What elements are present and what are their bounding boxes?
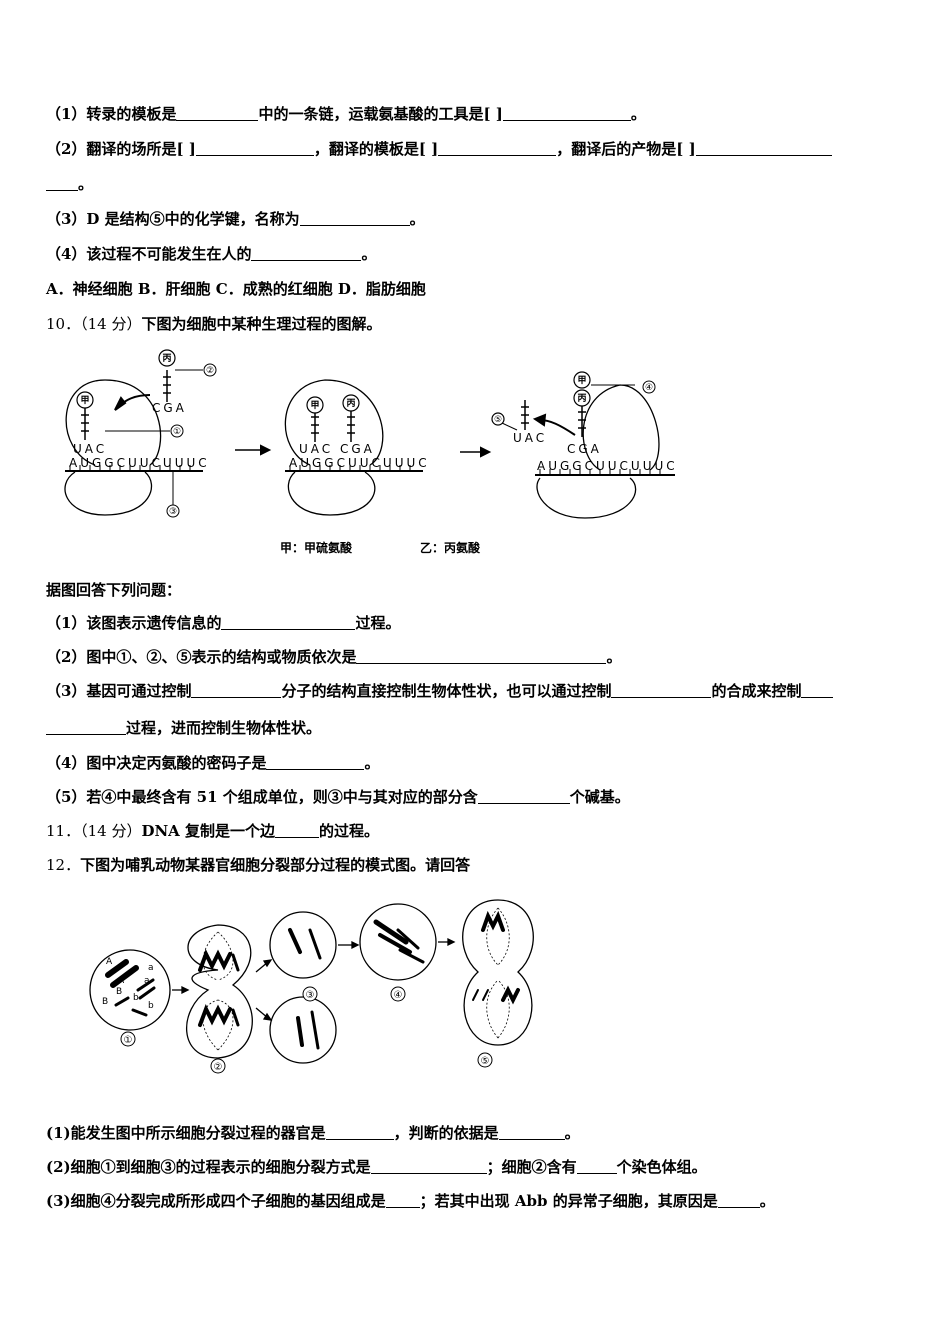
anticodon-label: CGA xyxy=(567,442,602,456)
cell-4 xyxy=(359,903,437,981)
q11: 11．（14 分）DNA 复制是一个边的过程。 xyxy=(46,822,380,840)
anticodon-label: CGA xyxy=(340,442,375,456)
cell-label-5: ⑤ xyxy=(481,1056,490,1067)
label-5: ⑤ xyxy=(494,415,502,425)
q9-options: A．神经细胞 B．肝细胞 C．成熟的红细胞 D．脂肪细胞 xyxy=(46,280,426,298)
answer-blank[interactable] xyxy=(251,245,362,261)
cell-3b xyxy=(269,996,337,1064)
cell-2 xyxy=(186,924,253,1059)
label-1: ① xyxy=(173,427,181,437)
answer-blank[interactable] xyxy=(438,140,557,156)
label-4: ④ xyxy=(645,383,653,393)
allele-A: A xyxy=(118,976,125,986)
anticodon-label: CGA xyxy=(152,401,187,415)
cell-3a xyxy=(269,911,337,979)
allele-a: a xyxy=(148,963,154,973)
cell-division-diagram: A A a a B B b b ① ② ③ ④ ⑤ xyxy=(89,899,534,1074)
amino-acid-label: 甲 xyxy=(577,375,586,386)
amino-acid-label: 甲 xyxy=(310,400,319,411)
q10-subq3-cont: 过程，进而控制生物体性状。 xyxy=(46,717,321,738)
q12-subq2: (2)细胞①到细胞③的过程表示的细胞分裂方式是；细胞②含有个染色体组。 xyxy=(46,1158,707,1176)
allele-b: b xyxy=(148,1001,154,1011)
answer-blank[interactable] xyxy=(221,614,356,630)
q9-subq2: （2）翻译的场所是[ ]，翻译的模板是[ ]，翻译后的产物是[ ] xyxy=(46,138,832,159)
anticodon-label: UAC xyxy=(299,442,333,456)
ribosome-small-subunit xyxy=(64,471,153,516)
cell-label-1: ① xyxy=(124,1035,133,1046)
answer-blank[interactable] xyxy=(498,1124,565,1140)
answer-blank[interactable] xyxy=(299,210,410,226)
label-3: ③ xyxy=(169,507,177,517)
anticodon-label: UAC xyxy=(73,442,107,456)
allele-B: B xyxy=(102,997,108,1007)
label-2: ② xyxy=(206,366,214,376)
answer-blank[interactable] xyxy=(191,682,282,698)
allele-a: a xyxy=(144,976,150,986)
answer-blank[interactable] xyxy=(801,682,834,698)
q10-subq2: （2）图中①、②、⑤表示的结构或物质依次是。 xyxy=(46,648,622,666)
q10-intro: 据图回答下列问题： xyxy=(46,581,182,599)
mrna-sequence: AUGGCUUCUUUC xyxy=(69,456,210,470)
q10-subq3: （3）基因可通过控制分子的结构直接控制生物体性状，也可以通过控制的合成来控制 xyxy=(46,680,834,701)
q10-header: 10．（14 分）下图为细胞中某种生理过程的图解。 xyxy=(46,315,382,333)
cell-5 xyxy=(462,899,534,1046)
amino-acid-label: 丙 xyxy=(577,393,586,404)
answer-blank[interactable] xyxy=(195,140,314,156)
answer-blank[interactable] xyxy=(46,719,126,735)
allele-b: b xyxy=(133,993,139,1003)
answer-blank[interactable] xyxy=(325,1124,394,1140)
answer-blank[interactable] xyxy=(275,822,320,838)
q10-subq5: （5）若④中最终含有 51 个组成单位，则③中与其对应的部分含个碱基。 xyxy=(46,788,630,806)
q10-subq1: （1）该图表示遗传信息的过程。 xyxy=(46,614,401,632)
translation-diagram: AUGGCUUCUUUC AUGGCUUCUUUC AUGGCUUCUUUC U… xyxy=(64,349,678,555)
answer-blank[interactable] xyxy=(477,788,570,804)
mrna-sequence: AUGGCUUCUUUC xyxy=(537,459,678,473)
caption-jia: 甲：甲硫氨酸 xyxy=(280,540,353,555)
q12-subq3: (3)细胞④分裂完成所形成四个子细胞的基因组成是；若其中出现 Abb 的异常子细… xyxy=(46,1192,775,1210)
amino-acid-label: 丙 xyxy=(162,353,171,364)
answer-blank[interactable] xyxy=(46,175,78,191)
anticodon-label: UAC xyxy=(513,431,547,445)
q12-subq1: (1)能发生图中所示细胞分裂过程的器官是，判断的依据是。 xyxy=(46,1124,580,1142)
answer-blank[interactable] xyxy=(385,1192,420,1208)
amino-acid-label: 甲 xyxy=(80,395,89,406)
q9-subq4: （4）该过程不可能发生在人的。 xyxy=(46,245,377,263)
q12-header: 12．下图为哺乳动物某器官细胞分裂部分过程的模式图。请回答 xyxy=(46,856,471,874)
allele-B: B xyxy=(116,987,122,997)
answer-blank[interactable] xyxy=(266,754,365,770)
cell-label-2: ② xyxy=(214,1062,223,1073)
answer-blank[interactable] xyxy=(695,140,832,156)
answer-blank[interactable] xyxy=(370,1158,487,1174)
answer-blank[interactable] xyxy=(717,1192,760,1208)
allele-A: A xyxy=(106,957,113,967)
cell-label-3: ③ xyxy=(306,990,315,1001)
cell-label-4: ④ xyxy=(394,990,403,1001)
q10-subq4: （4）图中决定丙氨酸的密码子是。 xyxy=(46,754,380,772)
amino-acid-label: 丙 xyxy=(346,398,355,409)
q9-subq3: （3）D 是结构⑤中的化学键，名称为。 xyxy=(46,210,425,228)
answer-blank[interactable] xyxy=(356,648,607,664)
ribosome-large-subunit xyxy=(65,379,162,466)
caption-yi: 乙：丙氨酸 xyxy=(420,540,481,555)
mrna-sequence: AUGGCUUCUUUC xyxy=(289,456,430,470)
answer-blank[interactable] xyxy=(502,105,631,121)
answer-blank[interactable] xyxy=(576,1158,617,1174)
q9-subq1: （1）转录的模板是中的一条链，运载氨基酸的工具是[ ]。 xyxy=(46,105,646,123)
answer-blank[interactable] xyxy=(611,682,712,698)
q9-subq2-cont: 。 xyxy=(46,173,93,194)
answer-blank[interactable] xyxy=(176,105,259,121)
cell-1 xyxy=(89,949,171,1031)
